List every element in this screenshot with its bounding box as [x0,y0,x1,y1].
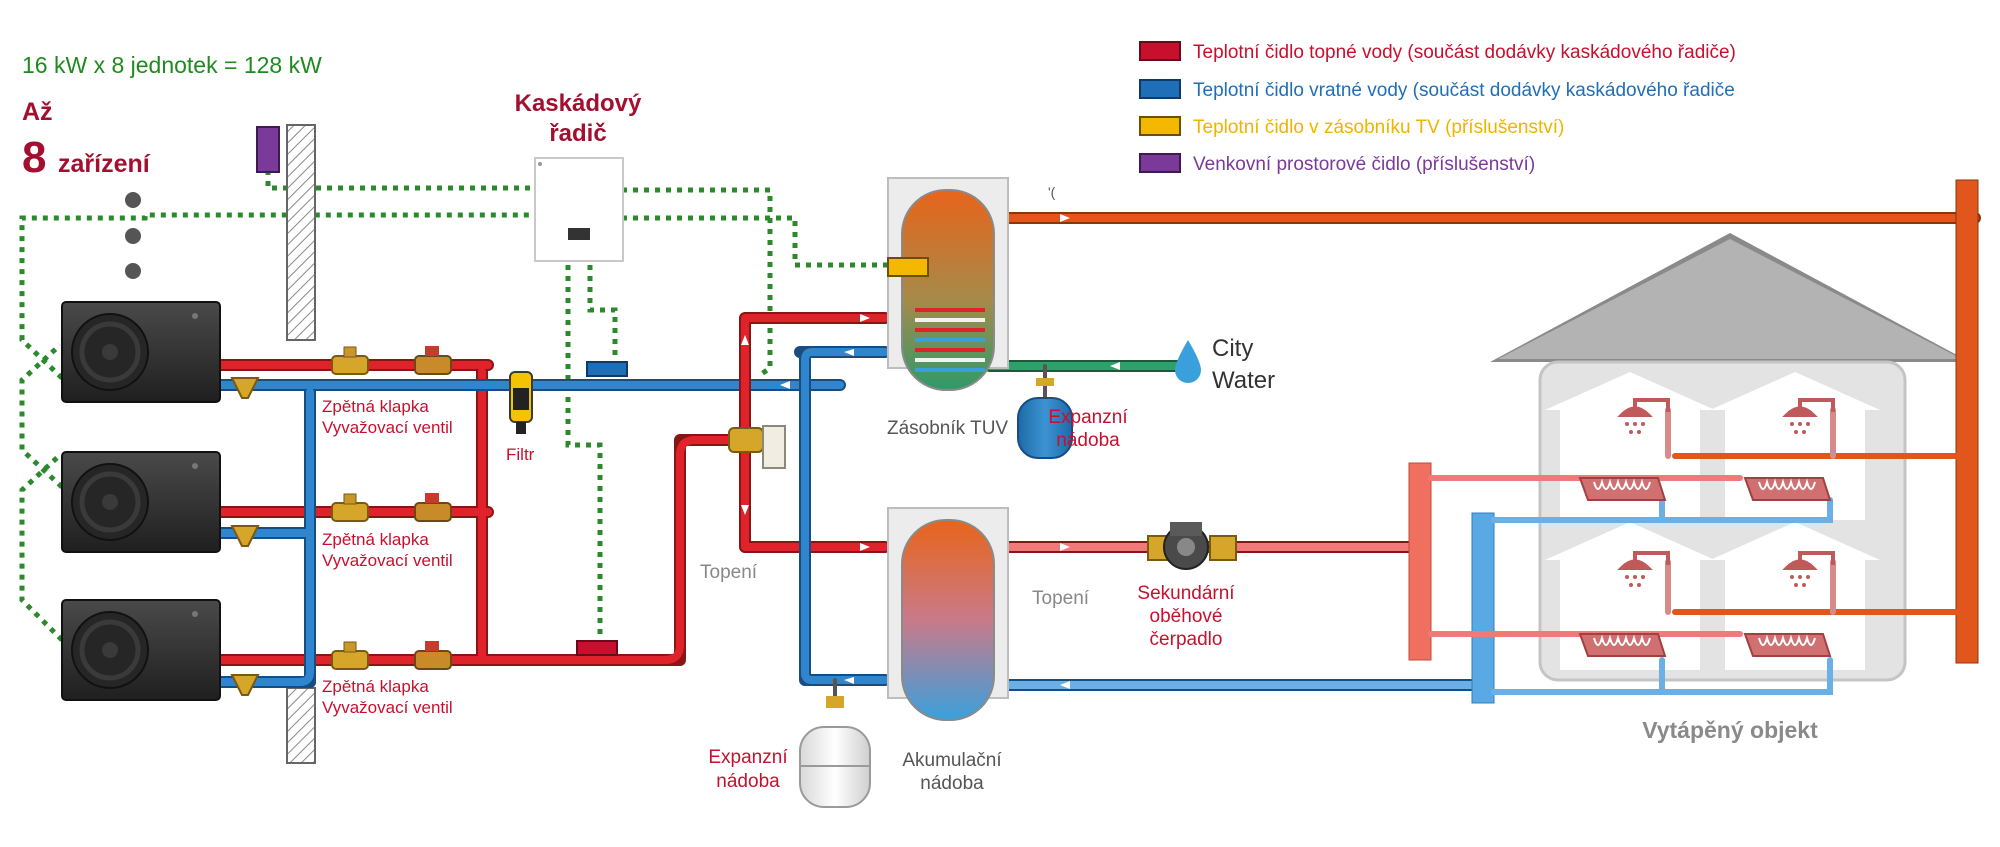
dhw-riser [1955,179,1979,664]
dhw-tank-sensor [887,257,929,277]
valve-labels: Zpětná klapka Vyvažovací ventil Zpětná k… [322,397,453,717]
building-label: Vytápěný objekt [1642,717,1818,743]
heating-label-right: Topení [1032,588,1090,609]
filter-label: Filtr [506,445,535,464]
heat-pump-3 [61,599,221,701]
supply-manifold [1408,462,1432,661]
valves [230,346,452,696]
pump-label-1: Sekundární [1137,583,1235,604]
wall-upper [286,124,316,341]
more-units-dots [125,192,141,279]
city-water-label-2: Water [1212,367,1275,394]
valve-set-2 [230,493,452,547]
control-wiring [19,170,890,642]
heat-pump-2 [61,451,221,553]
secondary-pump [1147,522,1237,570]
radiator-3 [1578,633,1667,657]
units-text-b: zařízení [58,150,151,178]
buffer-tank [887,507,1009,721]
room-fixtures [1578,398,1835,657]
svg-text:Vyvažovací ventil: Vyvažovací ventil [322,551,453,570]
shower-icons [1617,398,1835,570]
units-text-a: Až [22,98,53,126]
wall-lower [286,687,316,764]
radiator-1 [1578,477,1667,501]
pump-label-3: čerpadlo [1150,629,1223,650]
controller-title-2: řadič [549,120,606,147]
expansion-2-label-1: Expanzní [708,747,788,768]
legend-item-return-sensor: Teplotní čidlo vratné vody (součást dodá… [1139,79,1735,101]
shower-drops [1625,422,1810,587]
svg-text:Zpětná klapka: Zpětná klapka [322,530,429,549]
legend-item-dhw-sensor: Teplotní čidlo v zásobníku TV (příslušen… [1139,116,1564,138]
svg-text:Vyvažovací ventil: Vyvažovací ventil [322,418,453,437]
valve-set-1 [230,346,452,399]
svg-text:Teplotní čidlo topné vody (sou: Teplotní čidlo topné vody (součást dodáv… [1193,42,1736,63]
radiator-2 [1743,477,1832,501]
svg-text:Zpětná klapka: Zpětná klapka [322,397,429,416]
dhw-tank [887,177,1009,391]
flow-arrows [741,214,1120,689]
units-number: 8 [22,133,46,182]
radiator-4 [1743,633,1832,657]
main-piping [739,212,1981,707]
legend: Teplotní čidlo topné vody (součást dodáv… [1139,41,1736,175]
svg-text:Zpětná klapka: Zpětná klapka [322,677,429,696]
pump-label-2: oběhové [1150,606,1223,627]
return-manifold [1471,512,1495,704]
supply-water-sensor [576,640,618,656]
return-water-sensor [586,361,628,377]
capacity-text: 16 kW x 8 jednotek = 128 kW [22,52,322,78]
legend-item-outdoor-sensor: Venkovní prostorové čidlo (příslušenství… [1139,153,1535,175]
controller-title-1: Kaskádový [515,90,642,117]
dhw-tank-label: Zásobník TUV [887,418,1008,439]
water-drop-icon [1175,340,1201,383]
svg-text:Teplotní čidlo vratné vody (so: Teplotní čidlo vratné vody (součást dodá… [1193,80,1735,101]
hot-line-mark: '( [1048,184,1056,200]
svg-text:Venkovní prostorové čidlo (pří: Venkovní prostorové čidlo (příslušenství… [1193,154,1535,175]
valve-set-3 [230,641,452,696]
svg-text:Teplotní čidlo v zásobníku TV: Teplotní čidlo v zásobníku TV (příslušen… [1193,117,1564,138]
expansion-2-label-2: nádoba [716,771,780,792]
svg-text:Vyvažovací ventil: Vyvažovací ventil [322,698,453,717]
buffer-label-1: Akumulační [902,750,1002,771]
city-water-label-1: City [1212,335,1253,362]
buffer-label-2: nádoba [920,773,984,794]
heat-pump-1 [61,301,221,403]
expansion-vessel-1 [1017,378,1073,459]
cascade-controller [534,157,624,262]
outdoor-sensor [256,126,280,173]
expansion-1-label-2: nádoba [1056,430,1120,451]
expansion-vessel-2 [799,696,871,808]
filter [509,371,533,434]
expansion-1-label-1: Expanzní [1048,407,1128,428]
legend-item-supply-sensor: Teplotní čidlo topné vody (součást dodáv… [1139,41,1736,63]
three-way-valve [728,425,786,469]
heating-label-left: Topení [700,562,758,583]
